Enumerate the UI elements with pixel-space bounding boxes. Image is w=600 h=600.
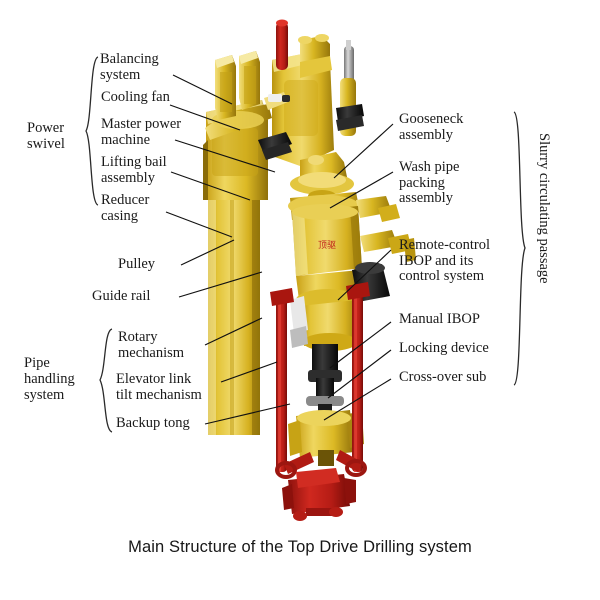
master-power-machine-block (272, 19, 364, 166)
label-wash-pipe-packing-assembly: Wash pipe packing assembly (399, 159, 460, 206)
label-lifting-bail-assembly: Lifting bail assembly (101, 154, 167, 186)
brace-slurry-passage (513, 111, 526, 386)
guide-rail-column (208, 185, 260, 435)
leader-elevator-link (220, 361, 278, 383)
group-label-slurry-passage: Slurry circulating passage (536, 133, 552, 284)
group-braces (85, 56, 526, 433)
leader-reducer-casing (165, 211, 233, 238)
brace-pipe-handling (99, 328, 113, 433)
label-balancing-system: Balancing system (100, 51, 159, 83)
figure-caption: Main Structure of the Top Drive Drilling… (128, 538, 472, 556)
label-guide-rail: Guide rail (92, 288, 151, 304)
label-elevator-link-tilt-mechanism: Elevator link tilt mechanism (116, 371, 202, 403)
leader-pulley (180, 239, 235, 266)
leader-lines (165, 74, 394, 425)
locking-device-ring (306, 396, 344, 406)
leader-locking-device (327, 349, 392, 399)
leader-balancing-system (172, 74, 233, 105)
label-gooseneck-assembly: Gooseneck assembly (399, 111, 464, 143)
label-cooling-fan: Cooling fan (101, 89, 170, 105)
label-cross-over-sub: Cross-over sub (399, 369, 487, 385)
label-rotary-mechanism: Rotary mechanism (118, 329, 185, 361)
rotary-mechanism-barrel: 顶驱 (292, 204, 416, 276)
label-manual-ibop: Manual IBOP (399, 311, 480, 327)
leader-cooling-fan (169, 104, 241, 131)
leader-master-power-machine (174, 139, 276, 173)
leader-guide-rail (178, 271, 263, 298)
machine-brand-marking: 顶驱 (318, 240, 336, 251)
label-master-power-machine: Master power machine (101, 116, 182, 148)
leader-crossover-sub (323, 378, 392, 421)
leader-remote-ibop (337, 249, 392, 301)
elevator-link-tilt-mechanism (270, 282, 370, 479)
backup-tong (282, 468, 356, 521)
leader-rotary-mechanism (204, 317, 263, 346)
group-label-pipe-handling: Pipe handling system (24, 355, 75, 403)
label-remote-control-ibop: Remote-control IBOP and its control syst… (399, 237, 491, 284)
balancing-system-posts (215, 51, 260, 120)
leader-wash-pipe (329, 171, 394, 209)
label-locking-device: Locking device (399, 340, 489, 356)
group-label-power-swivel: Power swivel (27, 120, 65, 152)
leader-backup-tong (204, 403, 291, 425)
balance-cylinder-red (276, 22, 288, 70)
leader-lifting-bail (170, 171, 251, 201)
label-pulley: Pulley (118, 256, 156, 272)
leader-gooseneck (333, 123, 394, 179)
leader-manual-ibop (329, 321, 392, 369)
lifting-bail-assembly (258, 92, 292, 160)
label-reducer-casing: Reducer casing (101, 192, 150, 224)
remote-control-ibop (290, 262, 390, 351)
label-backup-tong: Backup tong (116, 415, 190, 431)
brace-power-swivel (85, 56, 99, 206)
